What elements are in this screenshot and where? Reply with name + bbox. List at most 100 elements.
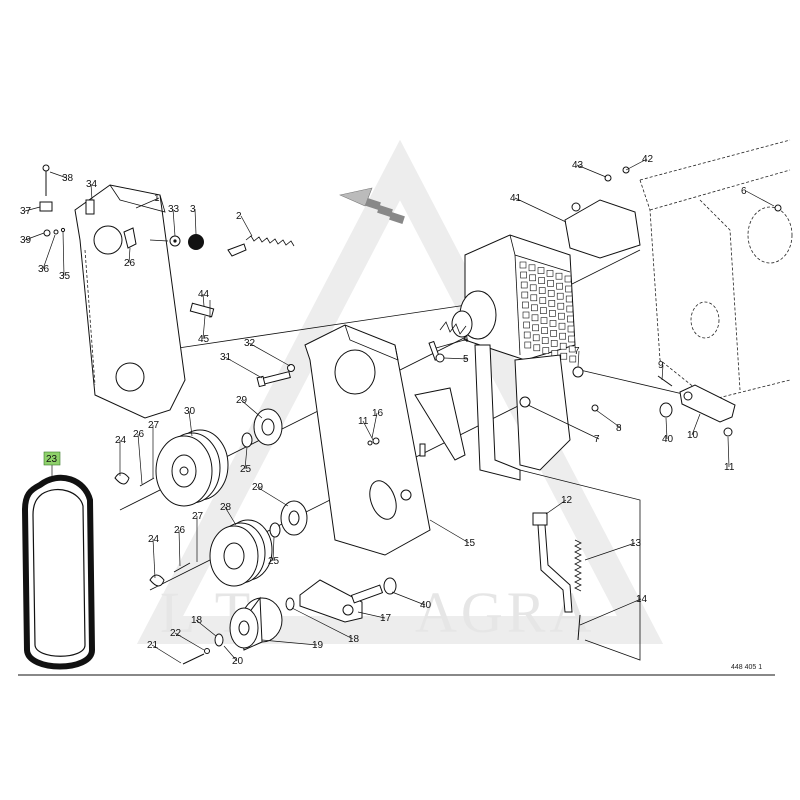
callout-leader-6 (745, 190, 775, 207)
gearbox-fin (523, 321, 530, 329)
gearbox-fin (556, 292, 564, 300)
belt-guard-cover (74, 184, 186, 419)
callout-label-31: 31 (220, 352, 232, 363)
pulley-30 (155, 429, 229, 507)
hub-29-upper (241, 408, 283, 448)
callout-leader-4 (435, 338, 469, 349)
gearbox-fin (532, 324, 539, 332)
callout-leader-43 (576, 164, 607, 178)
clip-24-upper (114, 472, 130, 485)
gearbox-fin (528, 264, 536, 272)
callout-label-2: 2 (236, 211, 242, 222)
lever-clamp-12 (532, 512, 548, 526)
callout-label-12: 12 (561, 495, 573, 506)
gearbox-fin (531, 304, 538, 312)
gearbox-fin (521, 291, 529, 299)
plate-lower-hole (369, 480, 397, 520)
gearbox-fin (529, 284, 537, 292)
gearbox-fin (519, 261, 527, 269)
gearbox-fin (541, 327, 548, 334)
gearbox-fin (538, 287, 546, 294)
callout-label-44: 44 (198, 289, 210, 300)
callout-label-10: 10 (687, 430, 699, 441)
gearbox-vert-edge (514, 254, 521, 356)
callout-label-26: 26 (174, 525, 186, 536)
bolt-21 (182, 653, 205, 665)
plate-bracket (367, 387, 466, 461)
pin-9 (657, 375, 673, 387)
callout-leader-33 (172, 208, 176, 237)
callout-leader-12 (545, 499, 567, 515)
callout-label-30: 30 (184, 406, 196, 417)
gearbox-fin (541, 337, 549, 344)
gearbox-fin (524, 341, 532, 349)
clip-34 (85, 199, 95, 215)
arrow-block-2 (377, 205, 393, 217)
nut-36 (53, 229, 59, 235)
callout-leader-25 (272, 536, 275, 562)
callout-leader-38 (49, 171, 68, 179)
washer-39 (43, 229, 51, 237)
gearbox-fin (556, 282, 563, 290)
idler-arm-17 (299, 577, 397, 623)
callout-leader-8 (595, 409, 622, 429)
gearbox-mount-bracket (514, 354, 571, 471)
gearbox-fin (557, 302, 565, 310)
callout-23-highlight (43, 451, 61, 466)
callout-label-23: 23 (46, 454, 58, 465)
callout-leader-37 (24, 206, 41, 212)
arm-hole (342, 604, 354, 616)
gearbox-fin (532, 334, 540, 342)
callout-label-35: 35 (59, 271, 71, 282)
gearbox-input-shaft (451, 310, 473, 338)
callout-leader-29 (256, 486, 289, 507)
callout-label-29: 29 (236, 395, 248, 406)
gearbox-cooling-fins (519, 261, 577, 363)
callout-label-37: 37 (20, 206, 32, 217)
gearbox-fin (564, 275, 572, 283)
lever-hole (683, 391, 693, 401)
callout-label-40: 40 (662, 434, 674, 445)
callout-leader-20 (223, 645, 238, 662)
knob-and-spring (149, 234, 295, 257)
callout-label-22: 22 (170, 628, 182, 639)
pulley-30-bore (179, 466, 189, 476)
pulley-28 (209, 519, 273, 587)
belt-outer (21, 474, 96, 670)
gearbox (428, 234, 599, 481)
callout-leader-26 (178, 529, 181, 567)
callout-leader-29 (240, 399, 263, 419)
bushing-7-upper (572, 366, 584, 378)
bracket-44-45 (189, 300, 215, 318)
gearbox-fin (566, 305, 574, 313)
gearbox-fin (522, 311, 530, 319)
callout-label-34: 34 (86, 179, 98, 190)
callout-label-38: 38 (62, 173, 74, 184)
callout-leader-36 (42, 234, 56, 270)
clip-24-lower (149, 574, 165, 587)
callout-label-11: 11 (724, 462, 735, 473)
nut-32 (287, 364, 295, 372)
gearbox-fin (530, 294, 538, 302)
guard-upper-opening (93, 225, 123, 255)
callout-leader-10 (691, 413, 701, 436)
plate-upper-hole (334, 349, 376, 395)
axis-line-top (164, 299, 501, 351)
callout-leader-19 (261, 639, 318, 646)
callout-label-39: 39 (20, 235, 32, 246)
callout-label-17: 17 (380, 613, 392, 624)
rod-14 (577, 614, 581, 641)
callout-label-27: 27 (192, 511, 204, 522)
callout-leader-25 (244, 446, 248, 470)
gearbox-fin (549, 310, 556, 317)
direction-arrow (339, 187, 405, 224)
idler-bore (238, 620, 250, 636)
spring-2 (245, 235, 295, 247)
arrow-head (339, 187, 373, 207)
gearbox-fin (547, 280, 554, 287)
latch-26 (123, 227, 137, 249)
pulley-28-hub (223, 542, 245, 570)
guard-hidden-edge (84, 249, 96, 386)
